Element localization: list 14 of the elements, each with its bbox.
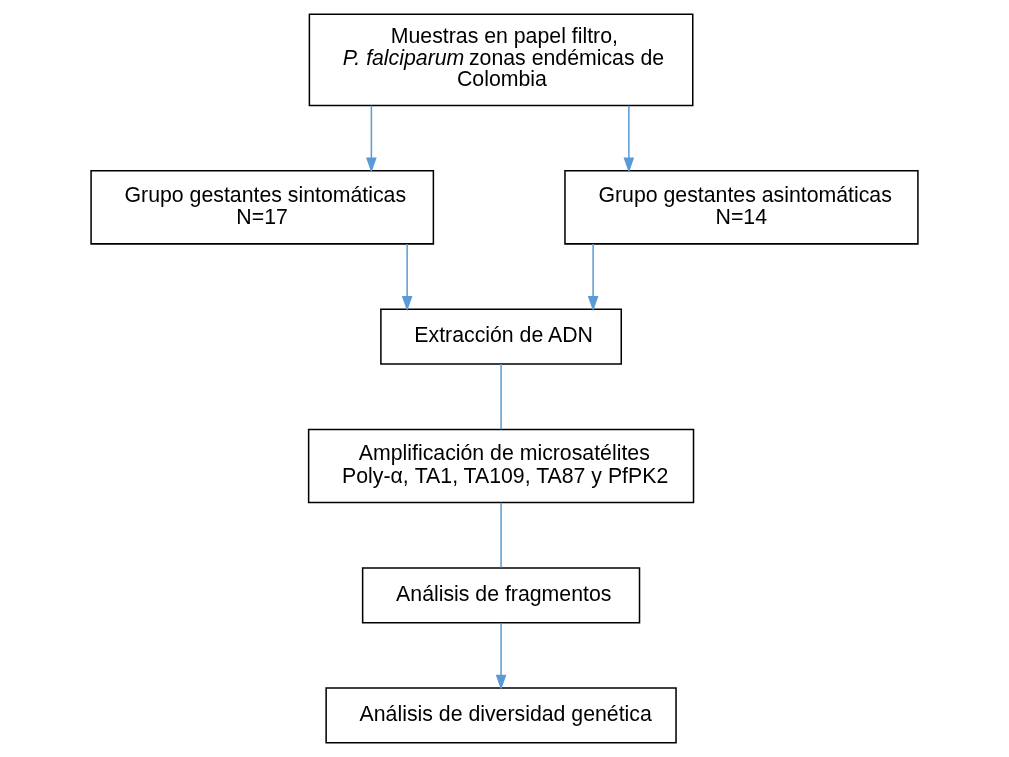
node-box: Grupo gestantes asintomáticas N=14 (564, 170, 919, 245)
connector (500, 363, 502, 431)
node-box: Grupo gestantes sintomáticas N=17 (90, 170, 435, 245)
node-box: Análisis de fragmentos (361, 567, 641, 624)
arrow (623, 104, 635, 173)
node-box: Amplificación de microsatélites Poly-α, TA1, TA109, TA87 y PfPK2 (307, 428, 695, 504)
arrow (495, 622, 507, 691)
node-box: Extracción de ADN (380, 308, 622, 365)
node-box: Análisis de diversidad genética (325, 687, 677, 744)
node-box: Muestras en papel filtro, P. falciparum zonas endémicas de Colombia (308, 13, 694, 107)
arrow (401, 243, 413, 312)
arrow (366, 104, 377, 173)
arrow (587, 243, 599, 312)
connector (500, 501, 502, 569)
